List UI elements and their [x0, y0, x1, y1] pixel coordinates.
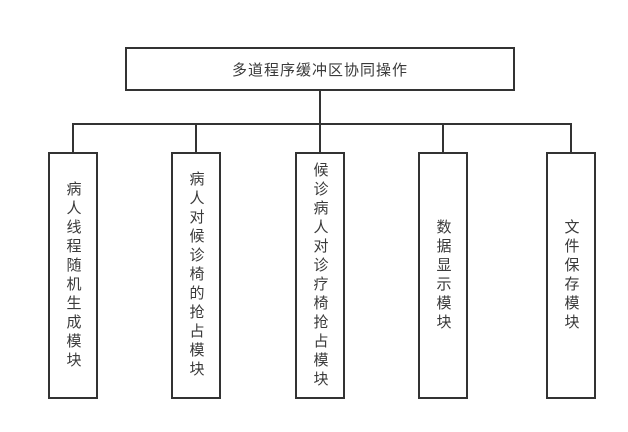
root-node-label: 多道程序缓冲区协同操作 [231, 61, 408, 79]
connector-bus-line [72, 123, 572, 125]
module-label: 文件保存模块 [562, 218, 580, 333]
module-node-waiting-chair-preemption: 病人对候诊椅的抢占模块 [171, 152, 221, 399]
connector-drop-module-3 [442, 123, 444, 152]
root-node-box: 多道程序缓冲区协同操作 [125, 47, 515, 91]
module-node-data-display: 数据显示模块 [418, 152, 468, 399]
module-node-file-save: 文件保存模块 [546, 152, 596, 399]
module-node-treatment-chair-preemption: 候诊病人对诊疗椅抢占模块 [295, 152, 345, 399]
connector-drop-module-4 [570, 123, 572, 152]
module-label: 病人对候诊椅的抢占模块 [187, 171, 205, 380]
module-label: 候诊病人对诊疗椅抢占模块 [311, 161, 329, 390]
connector-drop-module-0 [72, 123, 74, 152]
module-label: 病人线程随机生成模块 [64, 180, 82, 371]
connector-root-stem [319, 91, 321, 123]
module-node-patient-thread-generation: 病人线程随机生成模块 [48, 152, 98, 399]
module-label: 数据显示模块 [434, 218, 452, 333]
connector-drop-module-2 [319, 123, 321, 152]
connector-drop-module-1 [195, 123, 197, 152]
